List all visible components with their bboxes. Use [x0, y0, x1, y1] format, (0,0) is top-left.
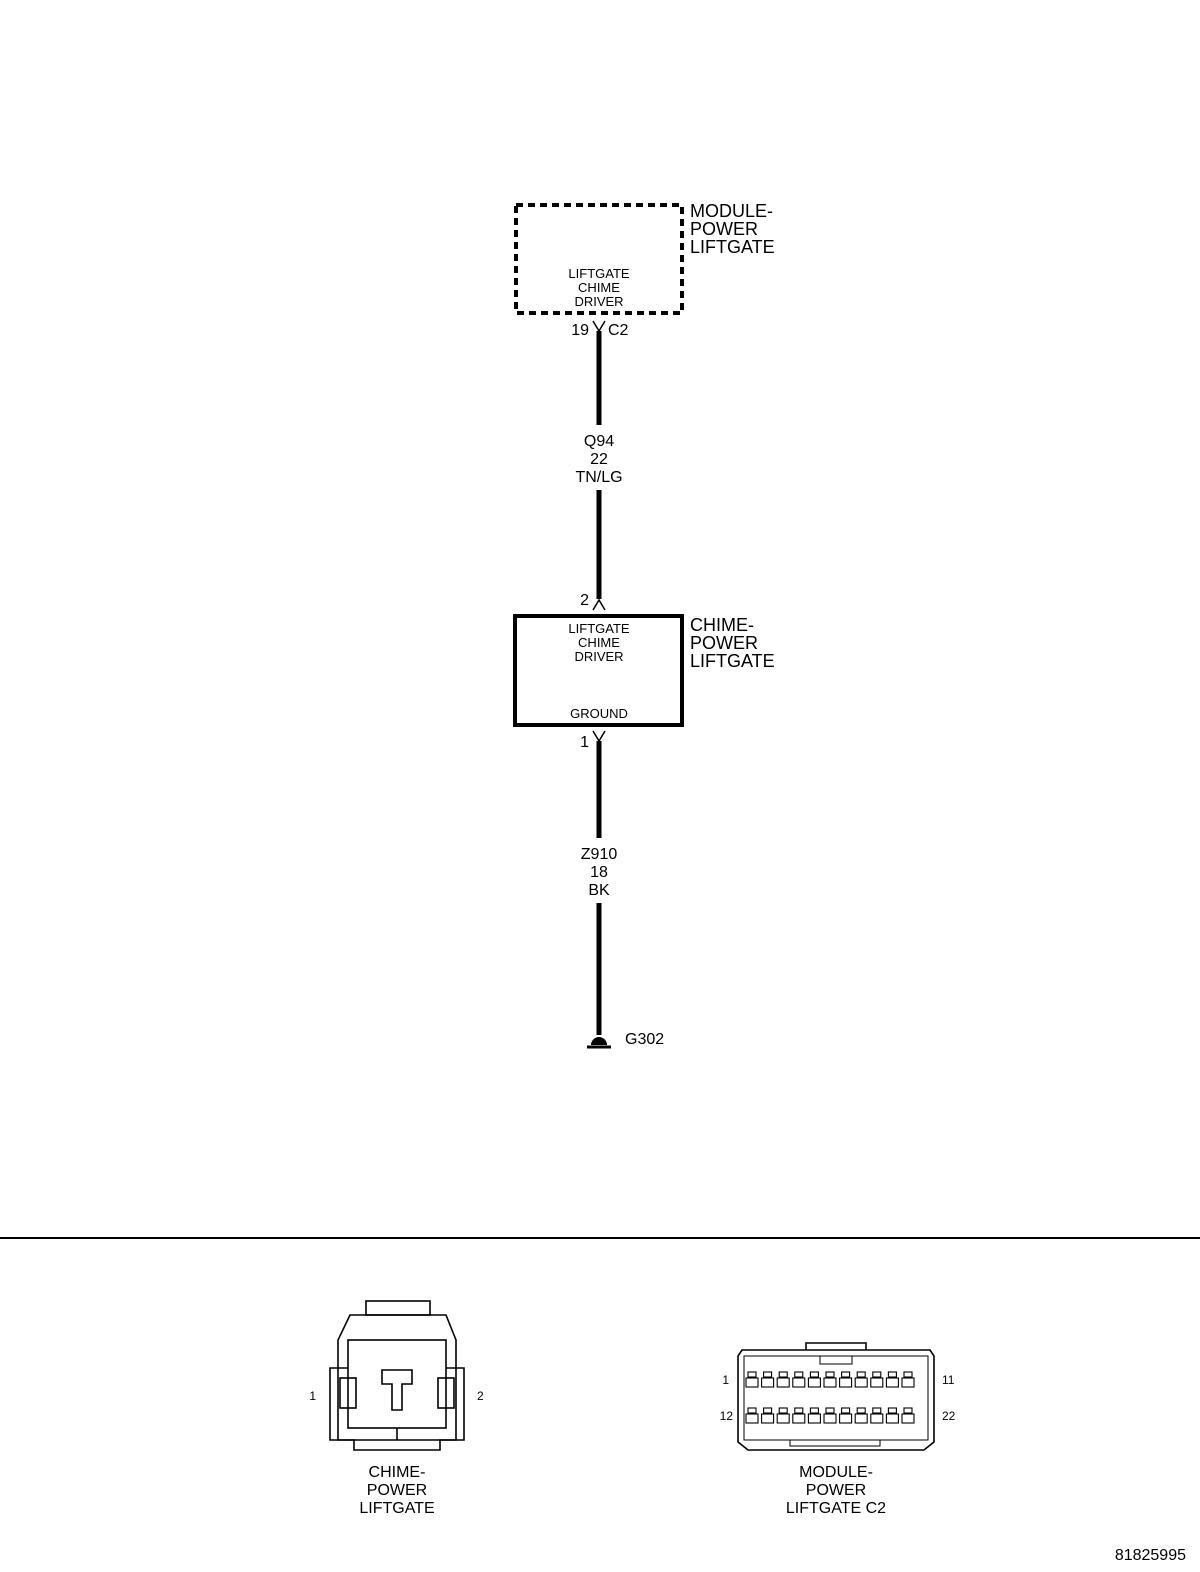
c2-cavity-1	[745, 1371, 759, 1388]
wire-z910-gauge: 18	[590, 864, 608, 881]
c2-cavity-14	[776, 1407, 790, 1424]
c2-cavity-2	[761, 1371, 775, 1388]
ground-symbol-icon	[587, 1037, 611, 1049]
chime-name-line-2: POWER	[690, 633, 758, 653]
module-pin-number: 19	[571, 322, 589, 339]
wire-q94-circuit: Q94	[584, 433, 614, 450]
chime-pin-2-connector-symbol	[592, 598, 606, 611]
module-connector-id: C2	[608, 322, 629, 339]
module-function-line-2: CHIME	[578, 280, 620, 295]
chime-name-line-1: CHIME-	[690, 615, 754, 635]
module-pin-connector-symbol	[592, 320, 606, 333]
wire-z910-color: BK	[588, 882, 610, 899]
chime-connector-caption-line-1: CHIME-	[369, 1464, 426, 1481]
module-c2-connector-face-icon	[737, 1342, 935, 1451]
c2-cavity-11	[901, 1371, 915, 1388]
chime-pin-1-connector-symbol	[592, 730, 606, 743]
chime-power-liftgate-box	[513, 614, 684, 727]
module-name-line-3: LIFTGATE	[690, 237, 775, 257]
wire-q94-gauge: 22	[590, 451, 608, 468]
c2-cavity-9	[870, 1371, 884, 1388]
c2-cavity-16	[807, 1407, 821, 1424]
module-c2-caption-line-2: POWER	[806, 1482, 866, 1499]
chime-connector-pin-1-label: 1	[309, 1389, 316, 1403]
module-c2-pin-12-label: 12	[720, 1409, 734, 1423]
chime-ground-label: GROUND	[570, 706, 628, 721]
ground-label: G302	[625, 1031, 664, 1048]
c2-cavity-6	[823, 1371, 837, 1388]
chime-connector-caption-line-2: POWER	[367, 1482, 427, 1499]
c2-cavity-22	[901, 1407, 915, 1424]
chime-pin-in-number: 2	[580, 592, 589, 609]
c2-cavity-12	[745, 1407, 759, 1424]
module-c2-pin-1-label: 1	[722, 1373, 729, 1387]
module-function-line-3: DRIVER	[574, 294, 623, 309]
c2-cavity-8	[854, 1371, 868, 1388]
module-name-line-2: POWER	[690, 219, 758, 239]
chime-connector-caption-line-3: LIFTGATE	[359, 1500, 434, 1517]
module-name-line-1: MODULE-	[690, 201, 773, 221]
chime-connector-pin-2-label: 2	[477, 1389, 484, 1403]
module-c2-caption-line-3: LIFTGATE C2	[786, 1500, 886, 1517]
c2-cavity-20	[870, 1407, 884, 1424]
module-power-liftgate-box	[514, 203, 684, 315]
c2-cavity-21	[885, 1407, 899, 1424]
chime-function-line-1: LIFTGATE	[568, 621, 629, 636]
c2-cavity-3	[776, 1371, 790, 1388]
chime-name-line-3: LIFTGATE	[690, 651, 775, 671]
module-c2-caption-line-1: MODULE-	[799, 1464, 873, 1481]
wire-z910-circuit: Z910	[581, 846, 618, 863]
module-c2-pin-cavities	[745, 1371, 915, 1424]
c2-cavity-7	[839, 1371, 853, 1388]
c2-cavity-4	[792, 1371, 806, 1388]
c2-cavity-19	[854, 1407, 868, 1424]
c2-cavity-13	[761, 1407, 775, 1424]
module-c2-pin-11-label: 11	[942, 1373, 955, 1387]
figure-id: 81825995	[1115, 1547, 1186, 1564]
chime-function-line-3: DRIVER	[574, 649, 623, 664]
chime-function-line-2: CHIME	[578, 635, 620, 650]
c2-cavity-10	[885, 1371, 899, 1388]
module-function-line-1: LIFTGATE	[568, 266, 629, 281]
chime-pin-out-number: 1	[580, 734, 589, 751]
module-c2-pin-22-label: 22	[942, 1409, 956, 1423]
chime-connector-face-icon	[329, 1300, 465, 1451]
c2-cavity-17	[823, 1407, 837, 1424]
c2-cavity-18	[839, 1407, 853, 1424]
c2-cavity-5	[807, 1371, 821, 1388]
wire-q94-color: TN/LG	[575, 469, 622, 486]
c2-cavity-15	[792, 1407, 806, 1424]
